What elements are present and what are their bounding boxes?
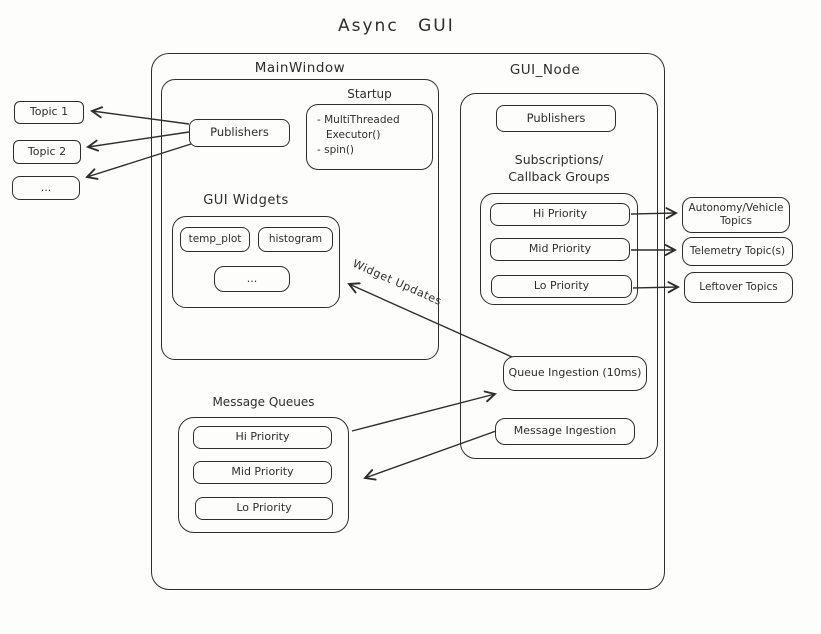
startup-line-3: - spin() — [317, 144, 355, 156]
message-queues-container — [178, 417, 349, 533]
telemetry-topics-node: Telemetry Topic(s) — [682, 237, 793, 266]
sub-mid-priority-node: Mid Priority — [490, 238, 630, 261]
topic-more-node: ... — [12, 176, 80, 200]
widget-histogram-node: histogram — [258, 227, 333, 252]
widget-temp-plot-node: temp_plot — [180, 227, 250, 252]
subscriptions-container — [480, 193, 638, 305]
mainwindow-publishers-node: Publishers — [189, 119, 290, 147]
gui-widgets-container — [172, 216, 340, 308]
queue-hi-priority-node: Hi Priority — [193, 426, 332, 449]
startup-label: Startup — [347, 87, 392, 101]
topic-2-node: Topic 2 — [13, 140, 81, 164]
autonomy-vehicle-topics-node: Autonomy/Vehicle Topics — [682, 197, 790, 233]
message-queues-label: Message Queues — [212, 395, 315, 409]
mainwindow-label: MainWindow — [254, 60, 346, 76]
startup-line-1: - MultiThreaded — [317, 114, 400, 126]
subscriptions-label-line1: Subscriptions/ — [514, 152, 604, 167]
sub-lo-priority-node: Lo Priority — [491, 275, 632, 298]
startup-node: - MultiThreaded Executor() - spin() — [306, 104, 433, 170]
message-ingestion-node: Message Ingestion — [495, 418, 635, 445]
leftover-topics-node: Leftover Topics — [684, 272, 793, 303]
gui-node-publishers-node: Publishers — [496, 105, 616, 132]
queue-mid-priority-node: Mid Priority — [193, 461, 332, 484]
subscriptions-label: Subscriptions/ Callback Groups — [480, 151, 638, 185]
gui-node-label: GUI_Node — [509, 62, 581, 78]
queue-lo-priority-node: Lo Priority — [195, 497, 333, 520]
subscriptions-label-line2: Callback Groups — [508, 169, 610, 184]
mainwindow-container — [161, 79, 439, 360]
async-gui-container — [151, 53, 665, 590]
diagram-title: Async GUI — [338, 16, 455, 36]
gui-node-container — [460, 93, 658, 459]
queue-ingestion-node: Queue Ingestion (10ms) — [503, 356, 647, 391]
gui-widgets-label: GUI Widgets — [203, 193, 289, 208]
startup-line-2: Executor() — [326, 129, 381, 141]
topic-1-node: Topic 1 — [14, 101, 84, 124]
widget-more-node: ... — [214, 266, 290, 292]
sub-hi-priority-node: Hi Priority — [490, 203, 630, 226]
